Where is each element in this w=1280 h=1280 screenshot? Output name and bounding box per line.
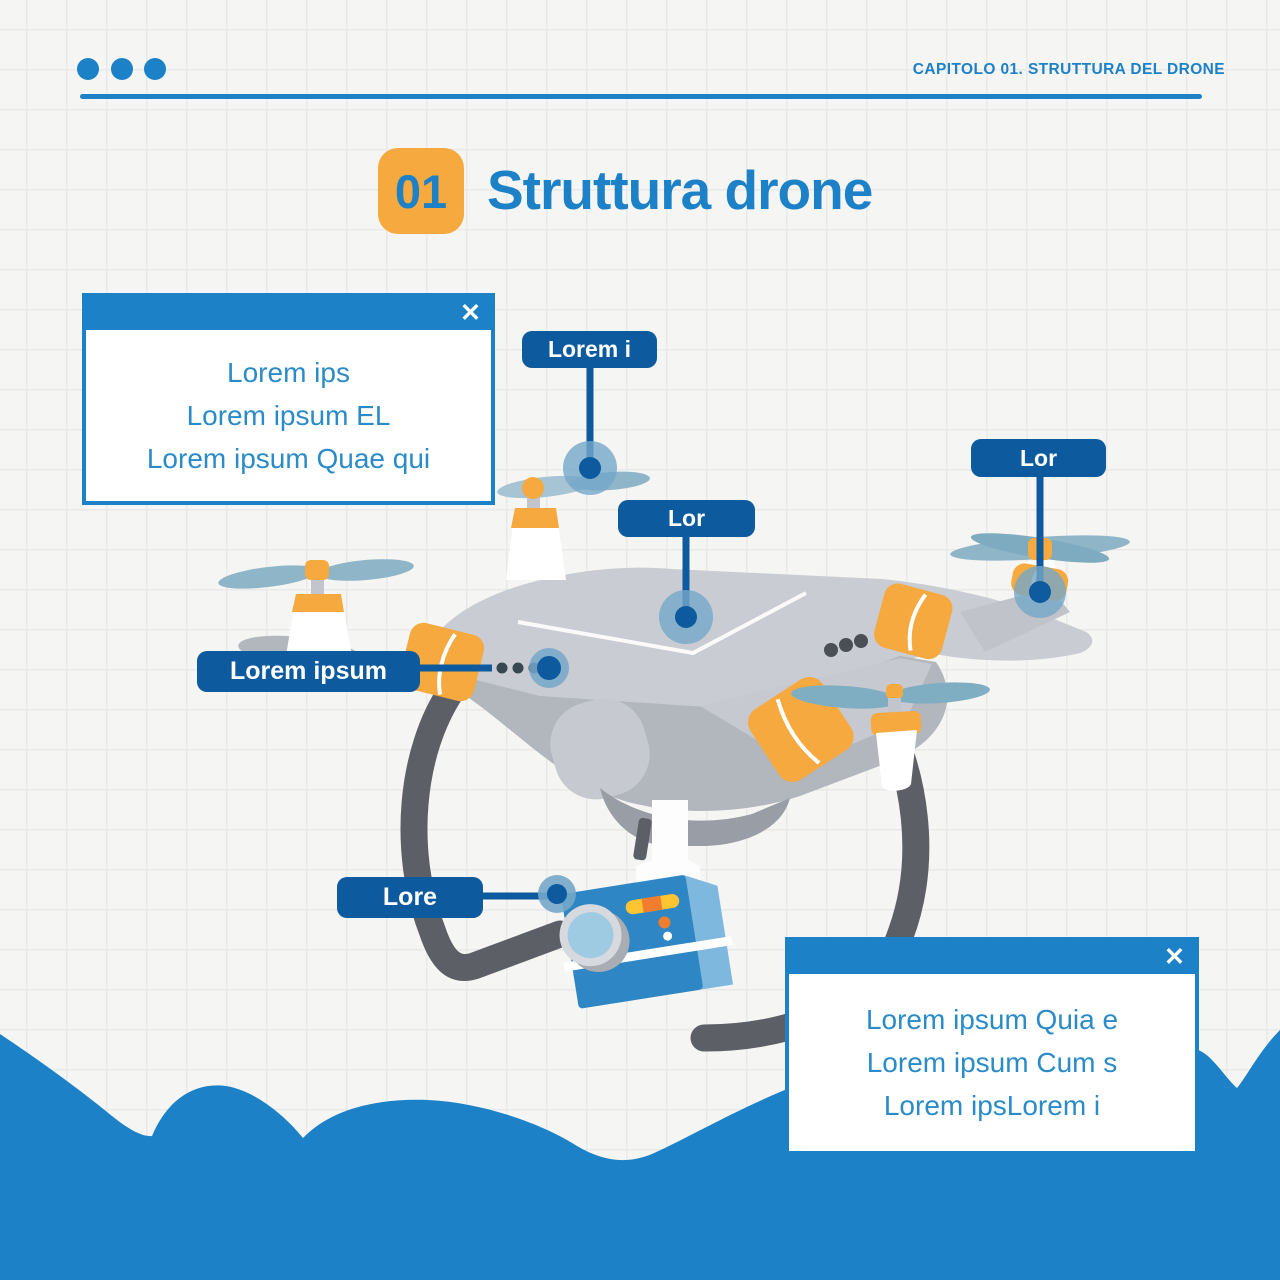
chapter-number-badge: 01 [378, 148, 464, 234]
callout-left-arm: Lorem ipsum [197, 651, 420, 692]
propeller-blade [791, 685, 899, 709]
close-button[interactable]: ✕ [1160, 943, 1189, 971]
arm-band-left [399, 622, 485, 702]
rotor-rear-right [791, 682, 990, 791]
close-icon: ✕ [460, 299, 481, 327]
body-vent-dots [824, 634, 868, 657]
popup-text-line: Lorem ipsLorem i [883, 1090, 1101, 1121]
arm-band-right-front [874, 583, 953, 660]
popup-text-line: Lorem ips [227, 357, 350, 388]
callout-connectors [418, 362, 1066, 913]
popup-text-line: Lorem ipsum EL [186, 400, 391, 431]
popup-text-line: Lorem ipsum Cum s [866, 1047, 1118, 1078]
camera [559, 874, 734, 1009]
propeller-blade [218, 565, 318, 589]
window-dot-2 [111, 58, 133, 80]
chapter-heading: CAPITOLO 01. STRUTTURA DEL DRONE [912, 61, 1225, 78]
callout-right-motor: Lor [971, 439, 1106, 477]
callout-body-top: Lor [618, 500, 755, 537]
page-title: Struttura drone [487, 159, 873, 221]
popup-title-bar: ✕ [789, 941, 1195, 974]
callout-front-left-propeller: Lorem i [522, 331, 657, 368]
camera-gimbal [633, 800, 700, 892]
popup-window-bottom-right: ✕ Lorem ipsum Quia e Lorem ipsum Cum s L… [785, 937, 1199, 1155]
camera-lens [567, 912, 614, 959]
close-icon: ✕ [1164, 943, 1185, 971]
close-button[interactable]: ✕ [456, 299, 485, 327]
window-dot-3 [144, 58, 166, 80]
popup-title-bar: ✕ [86, 297, 491, 330]
popup-window-top-left: ✕ Lorem ips Lorem ipsum EL Lorem ipsum Q… [82, 293, 495, 505]
body-accent-line [517, 591, 807, 656]
window-dot-1 [77, 58, 99, 80]
header-divider [80, 94, 1202, 99]
propeller-blade [890, 682, 990, 704]
popup-text-line: Lorem ipsum Quae qui [146, 443, 431, 474]
callout-camera: Lore [337, 877, 483, 918]
propeller-blade [318, 559, 414, 581]
popup-text-line: Lorem ipsum Quia e [865, 1004, 1119, 1035]
